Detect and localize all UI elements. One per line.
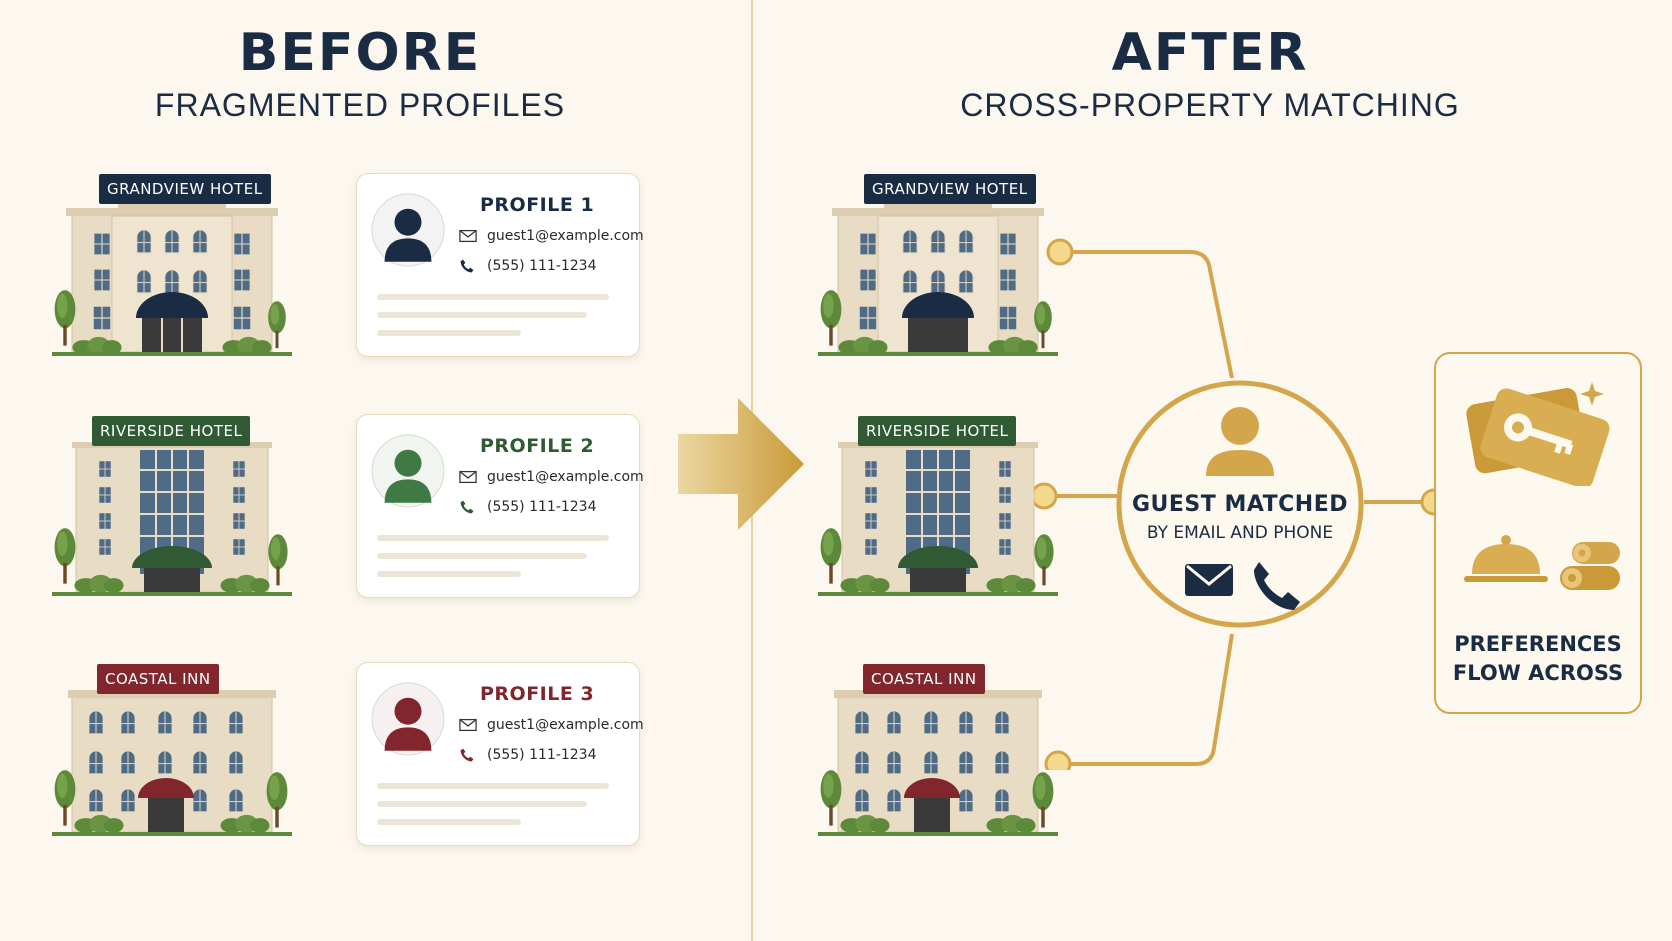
profile-1-phone-row: (555) 111-1234	[459, 258, 597, 274]
after-hotel-coastal	[818, 676, 1058, 836]
riverside-building	[52, 442, 292, 596]
profile-1-title: PROFILE 1	[480, 194, 595, 216]
coastal-building	[818, 690, 1058, 836]
profile-3-phone: (555) 111-1234	[487, 747, 597, 763]
phone-icon	[460, 500, 474, 514]
mail-icon	[459, 229, 477, 243]
mail-icon	[459, 470, 477, 484]
towels-icon	[1560, 542, 1620, 590]
coastal-building	[52, 690, 292, 836]
profile-2-title: PROFILE 2	[480, 435, 595, 457]
profile-1-email-row: guest1@example.com	[459, 228, 644, 244]
placeholder-line	[377, 801, 587, 807]
placeholder-line	[377, 330, 521, 336]
preferences-line1: PREFERENCES	[1454, 632, 1622, 656]
match-circle	[1116, 380, 1364, 628]
before-sign-grandview: GRANDVIEW HOTEL	[99, 174, 271, 204]
placeholder-line	[377, 535, 609, 541]
profile-card-3: PROFILE 3 guest1@example.com (555) 111-1…	[356, 662, 644, 846]
preferences-text: PREFERENCES FLOW ACROSS	[1436, 630, 1640, 688]
before-hotel-riverside	[52, 420, 292, 596]
phone-icon	[460, 259, 474, 273]
profile-2-phone-row: (555) 111-1234	[459, 499, 597, 515]
profile-1-phone: (555) 111-1234	[487, 258, 597, 274]
before-heading: BEFORE FRAGMENTED PROFILES	[120, 24, 600, 124]
grandview-building	[818, 200, 1058, 356]
preferences-line2: FLOW ACROSS	[1452, 661, 1624, 685]
profile-2-avatar-icon	[371, 434, 445, 508]
after-sign-coastal: COASTAL INN	[863, 664, 985, 694]
profile-1-avatar-icon	[371, 193, 445, 267]
after-sign-grandview: GRANDVIEW HOTEL	[864, 174, 1036, 204]
service-bell-icon	[1464, 535, 1548, 582]
profile-3-email: guest1@example.com	[487, 717, 644, 733]
after-title: AFTER	[1111, 23, 1309, 83]
match-text: GUEST MATCHED BY EMAIL AND PHONE	[1110, 492, 1370, 543]
before-sign-coastal: COASTAL INN	[97, 664, 219, 694]
profile-card-2: PROFILE 2 guest1@example.com (555) 111-1…	[356, 414, 644, 598]
after-subtitle: CROSS-PROPERTY MATCHING	[960, 87, 1460, 123]
profile-3-avatar-icon	[371, 682, 445, 756]
profile-card-1: PROFILE 1 guest1@example.com (555) 111-1…	[356, 173, 644, 357]
after-hotel-grandview	[818, 172, 1058, 358]
profile-1-email: guest1@example.com	[487, 228, 644, 244]
key-card-icon	[1466, 382, 1610, 486]
match-title: GUEST MATCHED	[1131, 492, 1349, 517]
before-hotel-coastal	[52, 676, 292, 836]
preferences-box: PREFERENCES FLOW ACROSS	[1434, 352, 1642, 714]
placeholder-line	[377, 294, 609, 300]
after-sign-riverside: RIVERSIDE HOTEL	[858, 416, 1017, 446]
placeholder-line	[377, 819, 521, 825]
profile-3-phone-row: (555) 111-1234	[459, 747, 597, 763]
profile-2-phone: (555) 111-1234	[487, 499, 597, 515]
placeholder-line	[377, 553, 587, 559]
mail-icon	[459, 718, 477, 732]
profile-2-email-row: guest1@example.com	[459, 469, 644, 485]
placeholder-line	[377, 312, 587, 318]
before-title: BEFORE	[238, 23, 482, 83]
riverside-building	[818, 442, 1058, 596]
before-subtitle: FRAGMENTED PROFILES	[154, 87, 566, 123]
after-hotel-riverside	[818, 420, 1058, 596]
after-heading: AFTER CROSS-PROPERTY MATCHING	[960, 24, 1460, 124]
grandview-building	[52, 200, 292, 356]
profile-2-email: guest1@example.com	[487, 469, 644, 485]
guest-person-icon	[1206, 407, 1274, 476]
envelope-icon	[1185, 564, 1233, 596]
phone-icon	[1254, 562, 1300, 610]
match-subtitle: BY EMAIL AND PHONE	[1146, 523, 1334, 543]
profile-3-title: PROFILE 3	[480, 683, 595, 705]
profile-3-email-row: guest1@example.com	[459, 717, 644, 733]
phone-icon	[460, 748, 474, 762]
before-hotel-grandview	[52, 172, 292, 358]
transition-arrow-icon	[678, 398, 804, 530]
before-sign-riverside: RIVERSIDE HOTEL	[92, 416, 251, 446]
placeholder-line	[377, 571, 521, 577]
placeholder-line	[377, 783, 609, 789]
